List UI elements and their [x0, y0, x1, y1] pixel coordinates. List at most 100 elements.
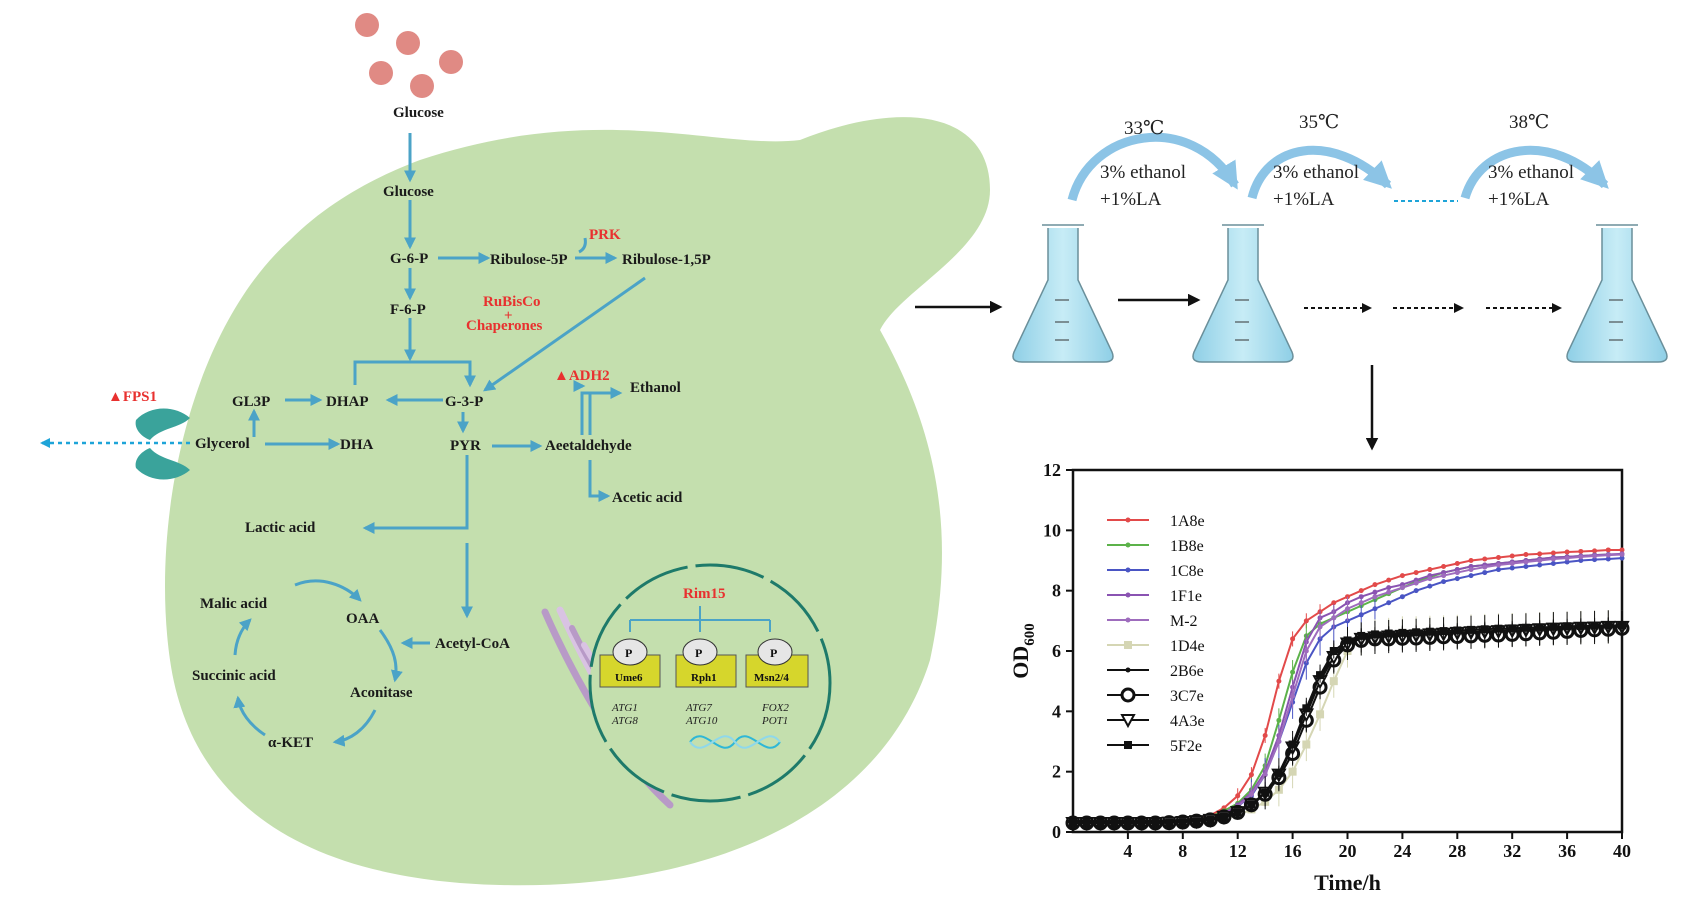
data-point	[1110, 818, 1119, 827]
data-point	[1331, 615, 1337, 621]
label-prk: PRK	[589, 227, 621, 243]
x-tick-label: 16	[1284, 841, 1302, 861]
series-1F1e	[1070, 551, 1625, 826]
tf-rph1: P Rph1	[675, 638, 737, 688]
legend-label: M-2	[1170, 613, 1198, 630]
y-tick-label: 4	[1052, 701, 1061, 721]
label-adh2: ▲ADH2	[554, 368, 610, 384]
data-point	[1592, 548, 1598, 554]
legend-marker	[1125, 567, 1131, 573]
curved-arrow-icon	[1247, 145, 1392, 200]
data-point	[1290, 669, 1296, 675]
evolution-panel: 33℃ 3% ethanol +1%LA 35℃ 3% ethanol +1%L…	[1012, 112, 1668, 363]
data-point	[1537, 558, 1543, 563]
cond-ethanol-1: 3% ethanol	[1100, 162, 1186, 183]
data-point	[1509, 561, 1515, 567]
data-point	[1441, 573, 1447, 579]
label-aconitase: Aconitase	[350, 685, 413, 701]
label-glycerol: Glycerol	[195, 436, 250, 452]
legend-label: 3C7e	[1170, 688, 1204, 705]
x-tick-label: 36	[1558, 841, 1576, 861]
label-fps1: ▲FPS1	[108, 389, 157, 405]
legend-label: 1C8e	[1170, 563, 1204, 580]
x-tick-label: 8	[1178, 841, 1187, 861]
label-chaperones: Chaperones	[466, 318, 543, 334]
data-point	[1247, 800, 1256, 809]
data-point	[1619, 555, 1625, 561]
data-point	[1358, 612, 1364, 618]
data-point	[1345, 606, 1350, 612]
series-M-2	[1070, 551, 1625, 826]
gene-fox2: FOX2	[761, 702, 789, 714]
data-point	[1290, 693, 1296, 699]
data-point	[1523, 559, 1529, 565]
data-point	[1262, 772, 1268, 778]
data-point	[1549, 622, 1558, 631]
data-point	[1343, 636, 1352, 645]
legend-marker	[1125, 667, 1131, 673]
data-point	[1454, 561, 1460, 567]
label-ribulose-15p: Ribulose-1,5P	[622, 252, 711, 268]
flask-icon	[1012, 224, 1114, 363]
data-point	[1276, 739, 1282, 744]
data-point	[1535, 623, 1544, 632]
data-point	[1248, 772, 1254, 778]
y-tick-label: 12	[1043, 460, 1061, 480]
data-point	[1605, 552, 1611, 558]
data-point	[1248, 791, 1254, 797]
data-point	[1453, 626, 1462, 635]
data-point	[1302, 704, 1311, 713]
gene-atg1: ATG1	[611, 702, 638, 714]
data-point	[1206, 815, 1215, 824]
legend-marker	[1120, 687, 1136, 703]
data-point	[1619, 547, 1625, 553]
gene-pot1: POT1	[761, 715, 788, 727]
data-point	[1165, 818, 1174, 827]
series-line-1A8e	[1073, 548, 1622, 824]
data-point	[1413, 570, 1419, 576]
y-tick-label: 6	[1052, 641, 1061, 661]
data-point	[1274, 769, 1283, 778]
label-acetyl-coa: Acetyl-CoA	[435, 636, 510, 652]
data-point	[1578, 554, 1584, 560]
x-tick-label: 24	[1393, 841, 1411, 861]
data-point	[1521, 623, 1530, 632]
data-point	[1537, 562, 1543, 568]
temp-33: 33℃	[1124, 118, 1164, 139]
legend-marker	[1120, 714, 1136, 729]
label-acetic-acid: Acetic acid	[612, 490, 683, 506]
legend-marker	[1125, 592, 1131, 598]
data-point	[1329, 677, 1338, 686]
data-point	[1288, 740, 1297, 749]
data-point	[1384, 629, 1393, 638]
y-tick-label: 2	[1052, 762, 1061, 782]
cond-la-1: +1%LA	[1100, 189, 1162, 210]
cond-ethanol-3: 3% ethanol	[1488, 162, 1574, 183]
curved-arrow-icon	[1460, 145, 1609, 200]
temp-38: 38℃	[1509, 112, 1549, 133]
data-point	[1523, 564, 1529, 570]
label-ethanol: Ethanol	[630, 380, 681, 396]
data-point	[1441, 579, 1447, 585]
data-point	[1329, 647, 1338, 655]
data-point	[1399, 585, 1405, 591]
series-5F2e	[1069, 617, 1626, 827]
data-point	[1427, 567, 1433, 573]
data-point	[1276, 678, 1282, 684]
data-point	[1564, 555, 1570, 561]
data-point	[1441, 564, 1447, 570]
data-point	[1482, 556, 1488, 562]
data-point	[1233, 808, 1242, 817]
data-point	[1590, 621, 1599, 630]
label-dha: DHA	[340, 437, 374, 453]
data-point	[1494, 624, 1503, 633]
data-point	[1482, 564, 1488, 570]
legend-label: 2B6e	[1170, 663, 1204, 680]
label-succinic-acid: Succinic acid	[192, 668, 276, 684]
data-point	[1578, 548, 1584, 554]
x-tick-label: 32	[1503, 841, 1521, 861]
data-point	[1550, 556, 1556, 562]
data-point	[1468, 573, 1474, 579]
